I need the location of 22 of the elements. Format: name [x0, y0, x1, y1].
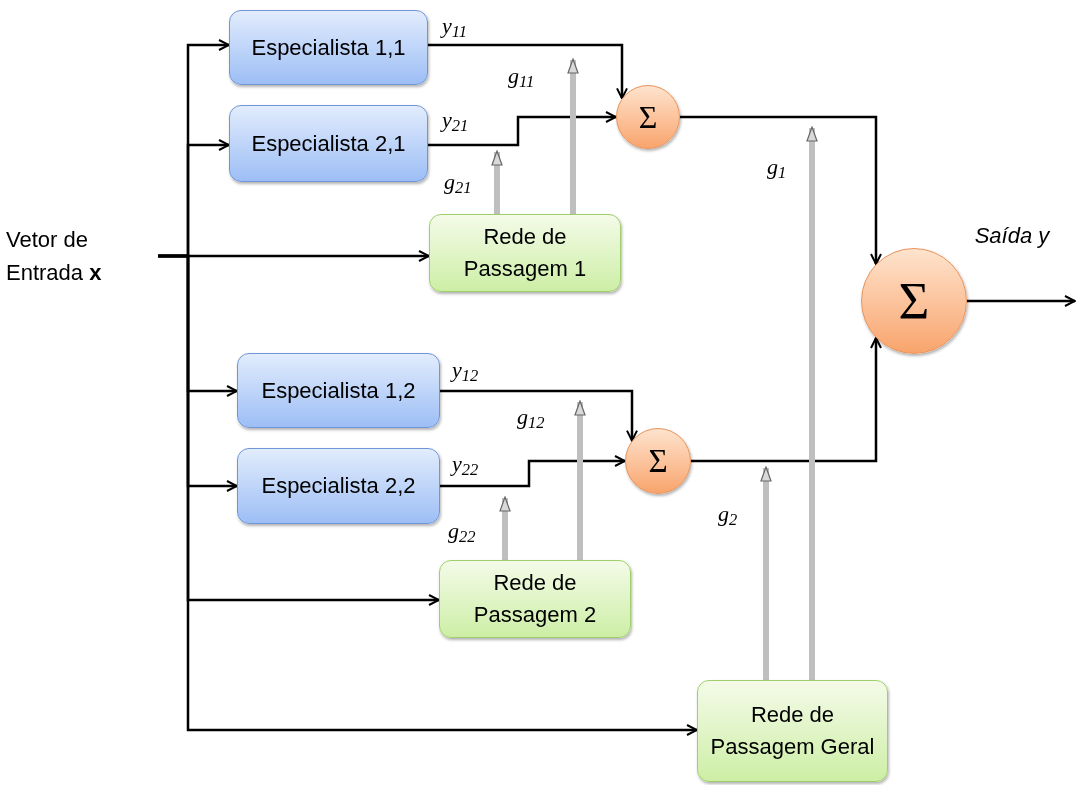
arrow	[158, 254, 698, 736]
arrow	[967, 295, 1076, 307]
expert-box: Especialista 2,1	[229, 105, 428, 182]
expert-box: Especialista 1,1	[229, 10, 428, 85]
arrow	[440, 389, 638, 442]
arrow	[428, 111, 617, 147]
gating-arrow	[499, 496, 511, 560]
input-label: Vetor de Entrada x	[6, 220, 158, 292]
gating-arrow	[491, 150, 503, 214]
gating-arrow	[760, 466, 772, 680]
arrow	[691, 336, 882, 463]
gating-network-box: Rede de Passagem 1	[429, 214, 621, 292]
expert-box: Especialista 2,2	[237, 448, 440, 524]
gating-arrow	[574, 400, 586, 560]
expert-box: Especialista 1,2	[237, 353, 440, 428]
arrow	[440, 455, 626, 488]
gating-network-box: Rede de Passagem Geral	[697, 680, 888, 782]
gating-network-box: Rede de Passagem 2	[439, 560, 631, 638]
arrow	[428, 43, 628, 100]
gating-arrow	[567, 58, 579, 214]
gating-arrow	[806, 126, 818, 680]
arrow	[680, 115, 882, 266]
